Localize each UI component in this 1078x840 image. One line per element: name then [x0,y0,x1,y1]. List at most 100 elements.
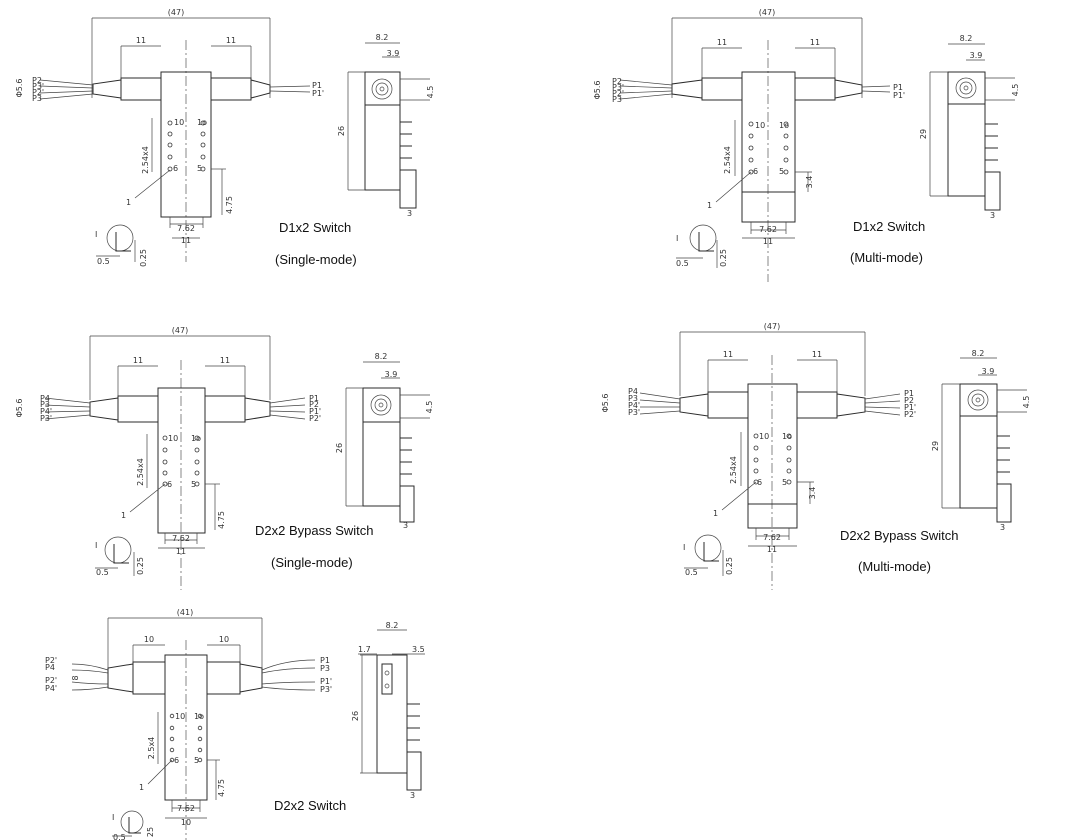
pin-6-label: 6 [173,164,178,173]
length-dim: (47) [759,8,775,17]
dim-4-75: 4.75 [217,779,226,797]
dim-25: 25 [146,827,155,837]
side-view: 8.2 3.9 4.5 26 3 [335,352,434,530]
pin-5-label: 5 [779,167,784,176]
pin-6-label: 6 [757,478,762,487]
pitch-dim: 2.54x4 [723,146,732,174]
dim-0-5: 0.5 [113,833,126,840]
port-left-4: P4' [45,684,57,693]
pitch-dim: 2.54x4 [729,456,738,484]
dim-3-5-4-5: 4.5 [1011,84,1020,97]
dim-3-5: 3.5 [412,645,425,654]
pin-leader-label: 1 [713,509,718,518]
pin-detail: I 0.5 0.25 [95,536,145,577]
switch-body [747,383,798,505]
caption-subtitle: (Multi-mode) [858,559,931,574]
side-view: 8.2 3.9 4.5 26 3 [337,33,435,218]
pin-5-label: 5 [191,480,196,489]
dim-11-right: 11 [220,356,230,365]
port-right-2: P2 [904,396,914,405]
dim-0-25: 0.25 [139,249,148,267]
port-left-1: P2 [612,77,622,86]
dim-26: 26 [337,126,346,136]
pin-10-label: 10 [175,712,185,721]
port-left-3: P4' [628,401,640,410]
port-right-1: P1 [312,81,322,90]
port-right-1: P1 [893,83,903,92]
port-right-2: P1' [312,89,324,98]
caption-title: D2x2 Bypass Switch [255,523,374,538]
panel-d2x2: (41) 10 10 P2' P4 P2' P4' 8 P1 P3 P1' P3… [45,608,425,840]
detail-label: I [112,813,114,822]
port-right-4: P2' [309,414,321,423]
caption-subtitle: (Multi-mode) [850,250,923,265]
dim-11-left: 11 [136,36,146,45]
pin-leader-label: 1 [139,783,144,792]
port-right-4: P3' [320,685,332,694]
dim-3-5-4-5: 4.5 [426,86,435,99]
right-barrel [210,77,252,101]
dim-3-9: 3.9 [385,370,398,379]
length-dim: (47) [168,8,184,17]
dim-10-bottom: 10 [181,818,191,827]
pin-5-label: 5 [197,164,202,173]
pin-detail: I 0.5 0.25 [676,224,728,268]
dim-29: 29 [931,441,940,451]
dim-0-5: 0.5 [96,568,109,577]
dim-3-9: 3.9 [387,49,400,58]
pin-10-label: 10 [755,121,765,130]
pin-6-label: 6 [753,167,758,176]
dim-0-5: 0.5 [97,257,110,266]
pitch-dim: 2.5x4 [147,737,156,760]
port-left-1: P4 [628,387,638,396]
detail-label: I [683,543,685,552]
pin-6-label: 6 [167,480,172,489]
length-dim: (47) [764,322,780,331]
detail-label: I [676,234,678,243]
dim-3-5-4-5: 4.5 [425,401,434,414]
diameter-label: Φ5.6 [15,398,24,417]
switch-body [157,387,206,534]
dim-11-bottom: 11 [176,547,186,556]
dim-3: 3 [407,209,412,218]
dim-4-75: 4.75 [217,511,226,529]
side-view: 8.2 1.7 3.5 26 3 [351,621,425,800]
panel-d1x2-multi: (47) 11 11 Φ5.6 P2 P3' P2' P3 P1 P1' 10 … [593,8,1020,282]
detail-label: I [95,230,97,239]
pin-array [167,120,206,172]
caption-title: D2x2 Bypass Switch [840,528,959,543]
dim-8-2: 8.2 [386,621,399,630]
dim-8-2: 8.2 [376,33,389,42]
dim-11-bottom: 11 [767,545,777,554]
panel-d2x2-bypass-single: (47) 11 11 Φ5.6 P4 P3 P4' P3' P1 P2 P1' … [15,326,434,590]
dim-29: 29 [919,129,928,139]
pin-detail: I 0.5 0.25 [95,224,148,267]
dim-11-right: 11 [812,350,822,359]
port-left-3: P4' [40,407,52,416]
dim-7-62: 7.62 [177,224,195,233]
dim-8-2: 8.2 [375,352,388,361]
port-right-1: P1 [904,389,914,398]
dim-7-62: 7.62 [172,534,190,543]
length-dim: (41) [177,608,193,617]
side-view: 8.2 3.9 4.5 29 3 [931,349,1031,532]
port-right-1: P1 [320,656,330,665]
dim-3-9: 3.9 [982,367,995,376]
left-barrel [120,77,162,101]
dim-1-7: 1.7 [358,645,371,654]
dim-3-9: 3.9 [970,51,983,60]
port-left-3: P2' [32,88,44,97]
panel-d1x2-single: (47) 11 11 Φ5.6 P2 P3' P2' P3 P1 P1' 10 … [15,8,435,267]
pin-1-label: 1o [197,118,207,127]
port-left-2: P3 [40,400,50,409]
pin-leader-label: 1 [707,201,712,210]
caption-title: D1x2 Switch [853,219,925,234]
caption-subtitle: (Single-mode) [275,252,357,267]
pin-array [162,435,200,487]
port-left-4: P3' [40,414,52,423]
dim-11-left: 11 [723,350,733,359]
port-left-1: P4 [40,394,50,403]
port-right-2: P1' [893,91,905,100]
port-left-3: P2' [45,676,57,685]
